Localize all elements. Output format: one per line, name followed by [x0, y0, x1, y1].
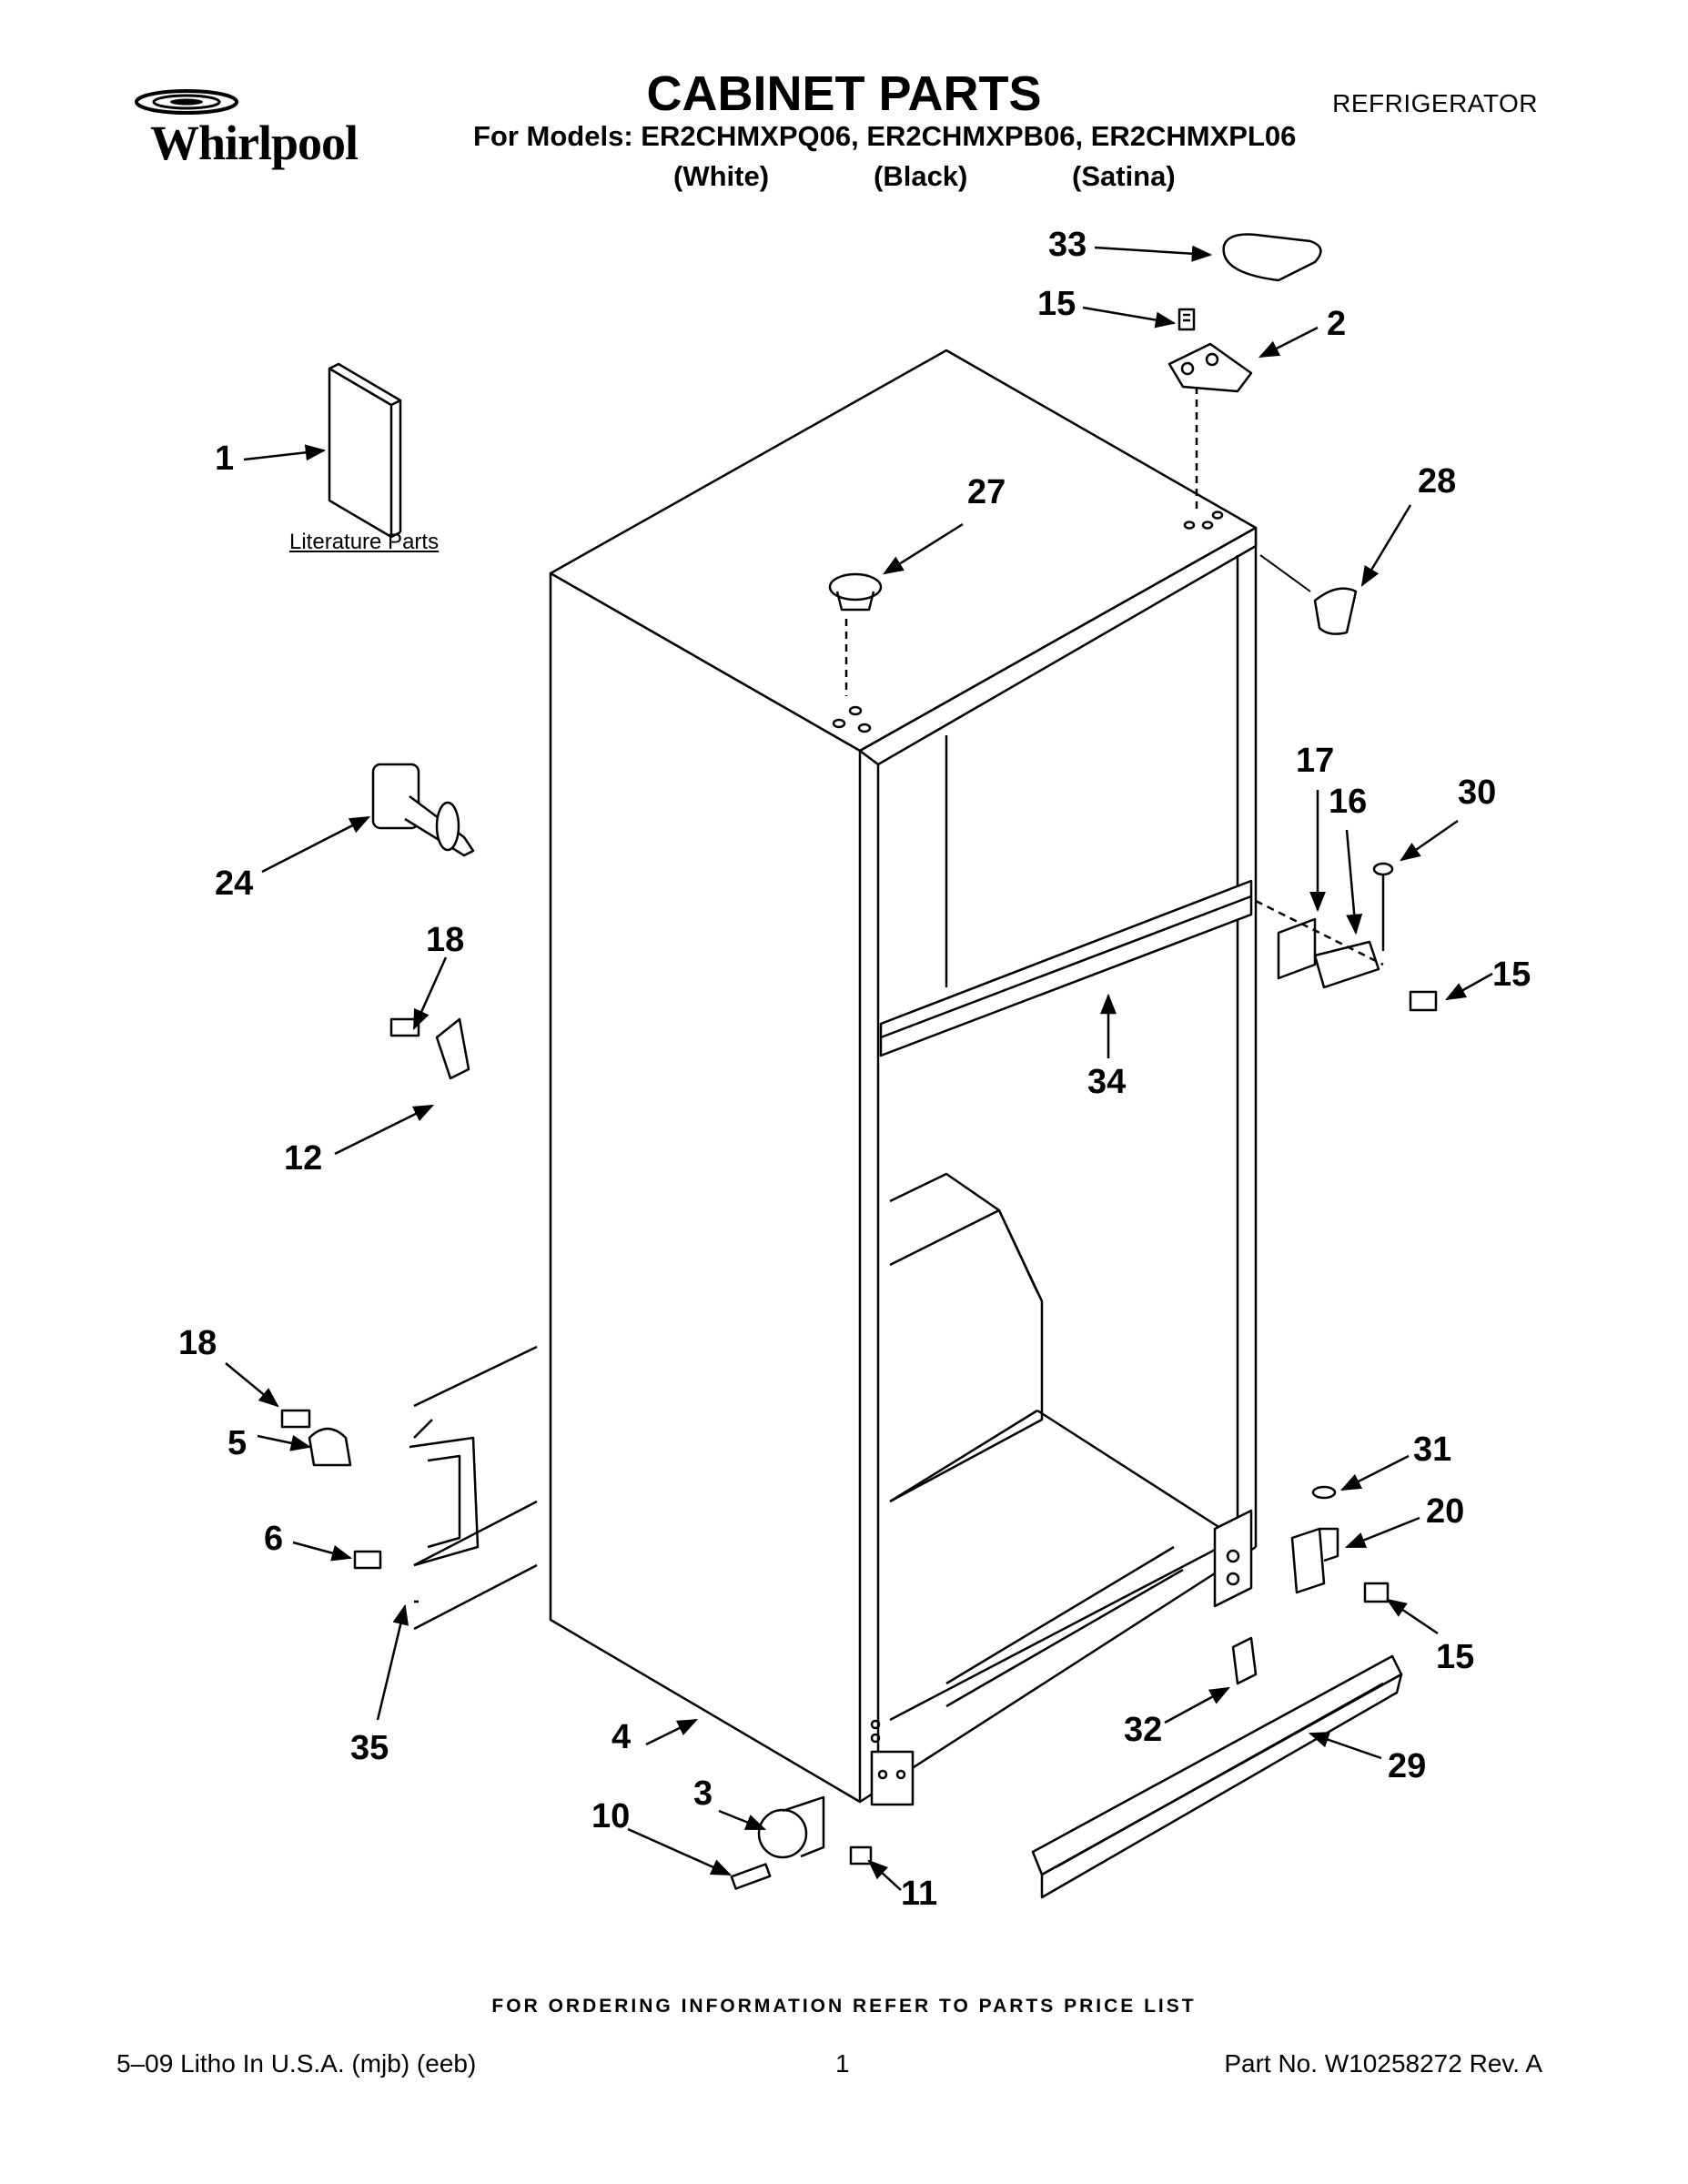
logo-swirl-icon	[135, 89, 238, 115]
litho-info: 5–09 Litho In U.S.A. (mjb) (eeb)	[116, 2049, 477, 2078]
callout-15-center: 15	[1492, 956, 1531, 994]
callout-31: 31	[1413, 1431, 1452, 1469]
callout-32: 32	[1124, 1711, 1163, 1749]
callout-34: 34	[1087, 1063, 1127, 1101]
callout-10: 10	[591, 1797, 631, 1835]
literature-part	[328, 362, 402, 539]
leader-arrows	[225, 245, 1493, 1891]
callout-18-upper: 18	[426, 921, 465, 959]
literature-parts-label: Literature Parts	[289, 530, 440, 554]
callout-20: 20	[1426, 1492, 1465, 1531]
base-grille	[1031, 1636, 1403, 1899]
callout-12: 12	[284, 1139, 323, 1178]
roller-assembly	[730, 1795, 873, 1890]
callout-1: 1	[215, 440, 235, 478]
callout-27: 27	[967, 473, 1006, 511]
callout-28: 28	[1418, 462, 1457, 500]
lower-left-parts	[280, 1345, 538, 1631]
part-number: Part No. W10258272 Rev. A	[1224, 2049, 1542, 2078]
ordering-note: FOR ORDERING INFORMATION REFER TO PARTS …	[491, 1996, 1197, 2017]
callout-2: 2	[1327, 305, 1347, 343]
whirlpool-logo: Whirlpool	[132, 86, 387, 177]
callout-24: 24	[215, 864, 254, 903]
page-number: 1	[835, 2049, 850, 2078]
callout-16: 16	[1329, 783, 1368, 821]
plug	[828, 572, 883, 602]
callout-17: 17	[1296, 742, 1335, 780]
callout-11: 11	[901, 1875, 938, 1913]
page-title: CABINET PARTS	[646, 66, 1042, 121]
screw-top	[1178, 308, 1196, 331]
callout-4: 4	[612, 1718, 632, 1756]
callout-6: 6	[264, 1520, 284, 1558]
callout-29: 29	[1388, 1747, 1427, 1785]
top-hinge	[1167, 342, 1253, 393]
models-line: For Models: ER2CHMXPQ06, ER2CHMXPB06, ER…	[473, 120, 1297, 152]
color-satina: (Satina)	[1072, 160, 1176, 192]
center-hinge-parts	[1255, 862, 1438, 1012]
lower-hinge-parts	[1290, 1485, 1390, 1603]
cabinet-shell	[549, 349, 1258, 1806]
callout-15-top: 15	[1037, 285, 1076, 323]
document-type: REFRIGERATOR	[1332, 89, 1538, 117]
callout-3: 3	[693, 1774, 713, 1813]
callout-35: 35	[350, 1729, 389, 1767]
pin-bracket	[371, 763, 475, 857]
callout-15-lower: 15	[1436, 1638, 1475, 1676]
upper-screw-and-clip	[389, 1017, 470, 1080]
brand-name: Whirlpool	[150, 116, 359, 170]
callout-18-lower: 18	[178, 1324, 217, 1362]
callout-33: 33	[1048, 226, 1087, 264]
color-white: (White)	[673, 160, 770, 192]
color-black: (Black)	[874, 160, 968, 192]
hinge-cap	[1222, 233, 1322, 282]
callout-5: 5	[227, 1424, 248, 1462]
callout-30: 30	[1458, 774, 1497, 812]
trim-piece	[1313, 587, 1358, 635]
